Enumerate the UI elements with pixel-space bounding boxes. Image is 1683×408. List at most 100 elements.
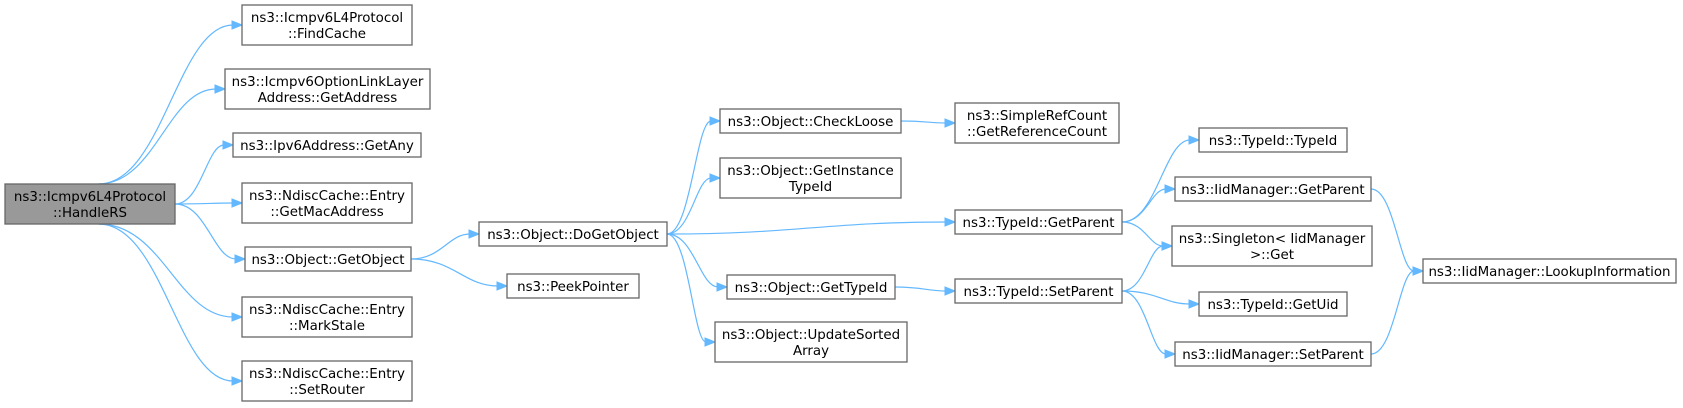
node-label: ns3::Icmpv6OptionLinkLayer: [232, 75, 424, 90]
node-label: ::GetMacAddress: [270, 205, 383, 220]
node-getany[interactable]: ns3::Ipv6Address::GetAny: [232, 132, 422, 158]
edge-root-to-optlink: [98, 84, 227, 185]
node-label: >::Get: [1250, 248, 1294, 263]
node-peekpointer[interactable]: ns3::PeekPointer: [506, 273, 640, 299]
node-lookupinfo[interactable]: ns3::IidManager::LookupInformation: [1422, 258, 1677, 284]
node-label: Address::GetAddress: [258, 91, 398, 106]
edge-objgettypeid-to-tid-setparent: [894, 286, 957, 296]
node-getobject[interactable]: ns3::Object::GetObject: [244, 246, 412, 272]
edge-dogetobject-to-updatesorted: [666, 233, 717, 347]
node-box: [232, 132, 422, 158]
node-label: ns3::NdiscCache::Entry: [249, 367, 405, 382]
edge-root-to-setrouter: [98, 223, 244, 386]
node-box: [719, 108, 902, 134]
node-objgettypeid[interactable]: ns3::Object::GetTypeId: [726, 274, 896, 300]
node-getmac[interactable]: ns3::NdiscCache::Entry::GetMacAddress: [241, 182, 413, 224]
node-setrouter[interactable]: ns3::NdiscCache::Entry::SetRouter: [241, 360, 413, 402]
edge-getobject-to-dogetobject: [410, 229, 481, 260]
edge-root-to-getobject: [174, 203, 247, 264]
node-dogetobject[interactable]: ns3::Object::DoGetObject: [478, 221, 668, 247]
node-iid-setparent[interactable]: ns3::IidManager::SetParent: [1174, 341, 1372, 367]
node-label: ns3::Object::GetInstance: [727, 164, 893, 179]
node-findcache[interactable]: ns3::Icmpv6L4Protocol::FindCache: [241, 4, 413, 46]
node-label: ::GetReferenceCount: [967, 125, 1107, 140]
node-box: [1171, 225, 1373, 267]
node-label: ::SetRouter: [289, 383, 365, 398]
node-label: ns3::Object::GetTypeId: [735, 281, 888, 296]
edge-root-to-getmac: [174, 198, 244, 208]
node-box: [244, 246, 412, 272]
node-label: ns3::TypeId::TypeId: [1209, 134, 1337, 149]
node-label: ns3::TypeId::SetParent: [963, 285, 1113, 300]
node-label: ns3::Object::UpdateSorted: [722, 328, 900, 343]
node-markstale[interactable]: ns3::NdiscCache::Entry::MarkStale: [241, 296, 413, 338]
node-singleton-get[interactable]: ns3::Singleton< IidManager>::Get: [1171, 225, 1373, 267]
edge-tid-setparent-to-singleton-get: [1121, 241, 1174, 292]
node-label: ::MarkStale: [289, 319, 365, 334]
node-box: [241, 182, 413, 224]
node-optlink[interactable]: ns3::Icmpv6OptionLinkLayerAddress::GetAd…: [224, 68, 431, 110]
node-box: [719, 157, 902, 199]
node-label: ::FindCache: [288, 27, 366, 42]
node-tid-getuid[interactable]: ns3::TypeId::GetUid: [1198, 291, 1348, 317]
node-checkloose[interactable]: ns3::Object::CheckLoose: [719, 108, 902, 134]
node-label: ns3::NdiscCache::Entry: [249, 303, 405, 318]
node-box: [714, 321, 908, 363]
node-tid-typeid[interactable]: ns3::TypeId::TypeId: [1198, 127, 1348, 153]
edge-tid-setparent-to-tid-getuid: [1121, 290, 1201, 309]
node-tid-getparent[interactable]: ns3::TypeId::GetParent: [954, 209, 1123, 235]
node-label: TypeId: [788, 180, 832, 195]
edge-root-to-markstale: [98, 223, 244, 322]
edge-iid-setparent-to-lookupinfo: [1370, 266, 1425, 355]
edge-root-to-findcache: [98, 20, 244, 185]
node-box: [954, 102, 1120, 144]
node-iid-getparent[interactable]: ns3::IidManager::GetParent: [1174, 176, 1372, 202]
node-label: ns3::Icmpv6L4Protocol: [251, 11, 403, 26]
node-label: ns3::SimpleRefCount: [967, 109, 1107, 124]
node-label: ::HandleRS: [53, 206, 127, 221]
edge-getobject-to-peekpointer: [410, 258, 509, 291]
node-box: [241, 360, 413, 402]
node-box: [954, 278, 1123, 304]
node-label: ns3::Singleton< IidManager: [1179, 232, 1366, 247]
node-box: [241, 4, 413, 46]
node-box: [1174, 176, 1372, 202]
node-box: [4, 183, 176, 225]
node-tid-setparent[interactable]: ns3::TypeId::SetParent: [954, 278, 1123, 304]
node-box: [726, 274, 896, 300]
node-box: [506, 273, 640, 299]
node-box: [478, 221, 668, 247]
edge-dogetobject-to-objgettypeid: [666, 233, 729, 292]
edges-layer: [98, 20, 1425, 386]
edge-checkloose-to-getrefcount: [900, 118, 957, 128]
node-label: ns3::TypeId::GetUid: [1207, 298, 1338, 313]
node-label: ns3::IidManager::LookupInformation: [1428, 265, 1670, 280]
node-label: ns3::Object::DoGetObject: [487, 228, 659, 243]
node-label: ns3::Ipv6Address::GetAny: [240, 139, 414, 154]
node-label: Array: [793, 344, 829, 359]
edge-dogetobject-to-checkloose: [666, 116, 722, 235]
node-label: ns3::PeekPointer: [517, 280, 629, 295]
node-label: ns3::TypeId::GetParent: [963, 216, 1115, 231]
node-box: [241, 296, 413, 338]
node-label: ns3::Object::CheckLoose: [728, 115, 894, 130]
node-box: [1198, 291, 1348, 317]
edge-tid-setparent-to-iid-setparent: [1121, 290, 1177, 359]
nodes-layer: ns3::Icmpv6L4Protocol::HandleRSns3::Icmp…: [4, 4, 1677, 402]
node-label: ns3::NdiscCache::Entry: [249, 189, 405, 204]
node-label: ns3::IidManager::GetParent: [1181, 183, 1364, 198]
edge-dogetobject-to-tid-getparent: [666, 217, 957, 235]
edge-dogetobject-to-getinsttypeid: [666, 173, 722, 235]
node-box: [1198, 127, 1348, 153]
node-label: ns3::Object::GetObject: [251, 253, 404, 268]
node-root[interactable]: ns3::Icmpv6L4Protocol::HandleRS: [4, 183, 176, 225]
node-box: [954, 209, 1123, 235]
node-box: [224, 68, 431, 110]
node-box: [1174, 341, 1372, 367]
edge-tid-getparent-to-iid-getparent: [1121, 184, 1177, 223]
node-getrefcount[interactable]: ns3::SimpleRefCount::GetReferenceCount: [954, 102, 1120, 144]
edge-root-to-getany: [174, 140, 235, 205]
